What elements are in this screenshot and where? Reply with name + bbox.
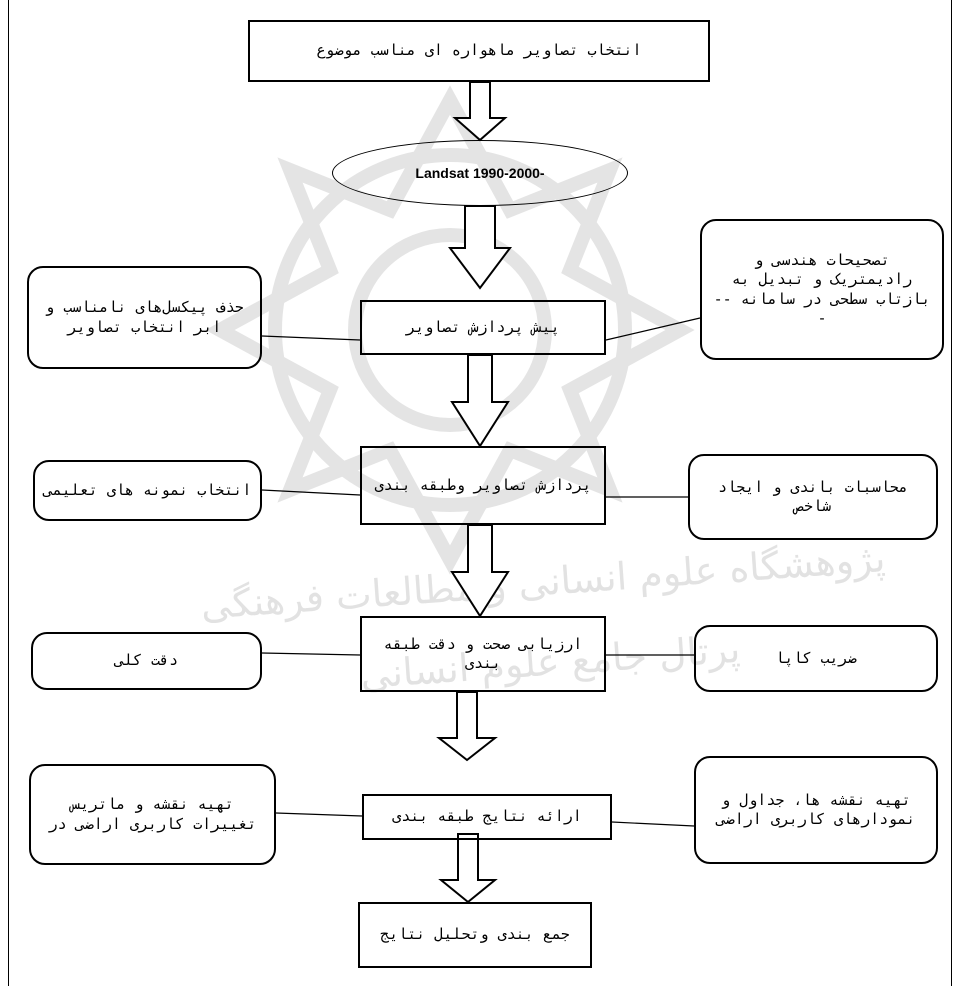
flow-arrow-3	[450, 354, 510, 448]
connector-acc-left	[261, 652, 361, 656]
step-final-analysis: جمع بندی وتحلیل نتایج	[358, 902, 592, 968]
step-accuracy-assessment: ارزیابی صحت و دقت طبقه بندی	[360, 616, 606, 692]
data-source-ellipse: Landsat 1990-2000-	[332, 140, 628, 206]
flow-arrow-1	[452, 81, 508, 142]
processing-right-note: محاسبات باندی و ایجاد شاخص	[688, 454, 938, 540]
step-preprocessing: پیش پردازش تصاویر	[360, 300, 606, 355]
flow-arrow-2	[448, 205, 512, 290]
step-processing-classification: پردازش تصاویر وطبقه بندی	[360, 446, 606, 525]
preprocessing-right-note: تصحیحات هندسی و رادیمتریک و تبدیل به باز…	[700, 219, 944, 360]
step-select-imagery: انتخاب تصاویر ماهواره ای مناسب موضوع	[248, 20, 710, 82]
flow-arrow-4	[450, 524, 510, 618]
connector-proc-left	[261, 489, 361, 496]
connector-res-left	[275, 812, 363, 817]
results-right-note: تهیه نقشه ها، جداول و نمودارهای کاربری ا…	[694, 756, 938, 864]
processing-left-note: انتخاب نمونه های تعلیمی	[33, 460, 262, 521]
step-present-results: ارائه نتایج طبقه بندی	[362, 794, 612, 840]
flow-arrow-5	[436, 691, 498, 762]
connector-preproc-left	[261, 335, 361, 341]
results-left-note: تهیه نقشه و ماتریس تغییرات کاربری اراضی …	[29, 764, 276, 865]
preprocessing-left-note: حذف پیکسل‌های نامناسب و ابر انتخاب تصاوی…	[27, 266, 262, 369]
accuracy-left-note: دقت کلی	[31, 632, 262, 690]
page-frame	[8, 0, 952, 986]
accuracy-right-note: ضریب کاپا	[694, 625, 938, 692]
connector-res-right	[611, 821, 695, 827]
flow-arrow-6	[438, 833, 498, 904]
connector-preproc-right	[605, 317, 701, 341]
